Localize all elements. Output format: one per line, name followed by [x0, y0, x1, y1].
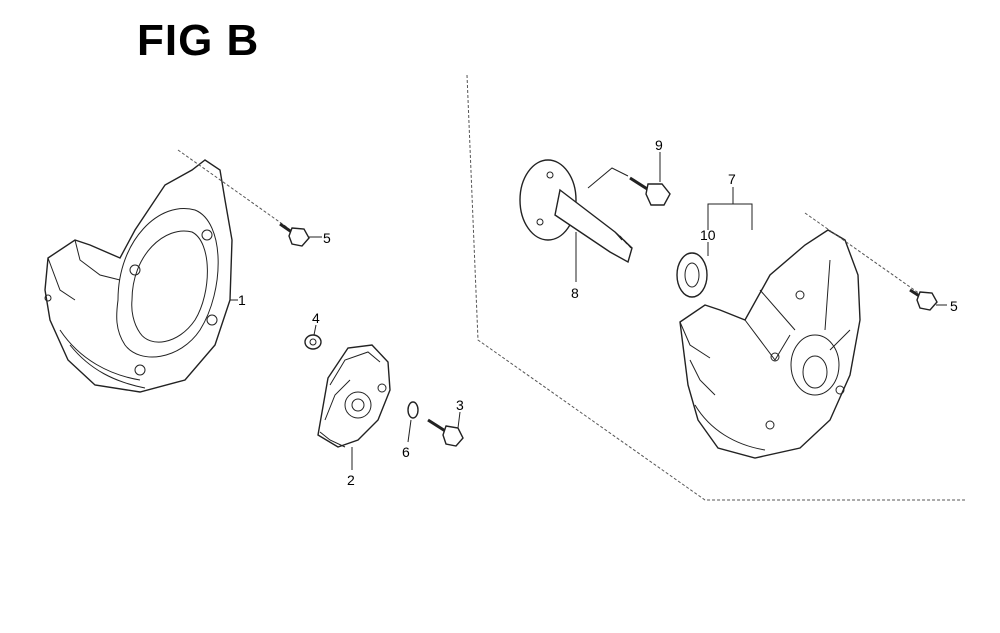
callout-2: 2	[347, 472, 355, 488]
figure-title: FIG B	[137, 16, 260, 65]
callout-3: 3	[456, 397, 464, 413]
bearing-10	[676, 242, 709, 298]
clutch-2	[317, 344, 391, 470]
washer-4	[304, 324, 322, 350]
fan-cover-left	[44, 159, 233, 393]
bolt-9	[587, 152, 671, 206]
panel-divider	[466, 74, 965, 501]
callout-10: 10	[700, 227, 716, 243]
callout-4: 4	[312, 310, 320, 326]
bolt-5-right	[804, 212, 947, 311]
bolt-5-left	[177, 149, 322, 247]
callout-6: 6	[402, 444, 410, 460]
callout-8: 8	[571, 285, 579, 301]
housing-7-right	[679, 229, 861, 459]
bolt-3	[427, 411, 464, 447]
callout-9: 9	[655, 137, 663, 153]
washer-6	[407, 401, 419, 443]
callout-1: 1	[238, 292, 246, 308]
leader-7	[707, 187, 753, 230]
callout-5-right: 5	[950, 298, 958, 314]
callout-5-left: 5	[323, 230, 331, 246]
callout-7: 7	[728, 171, 736, 187]
shaft-8	[519, 159, 633, 282]
